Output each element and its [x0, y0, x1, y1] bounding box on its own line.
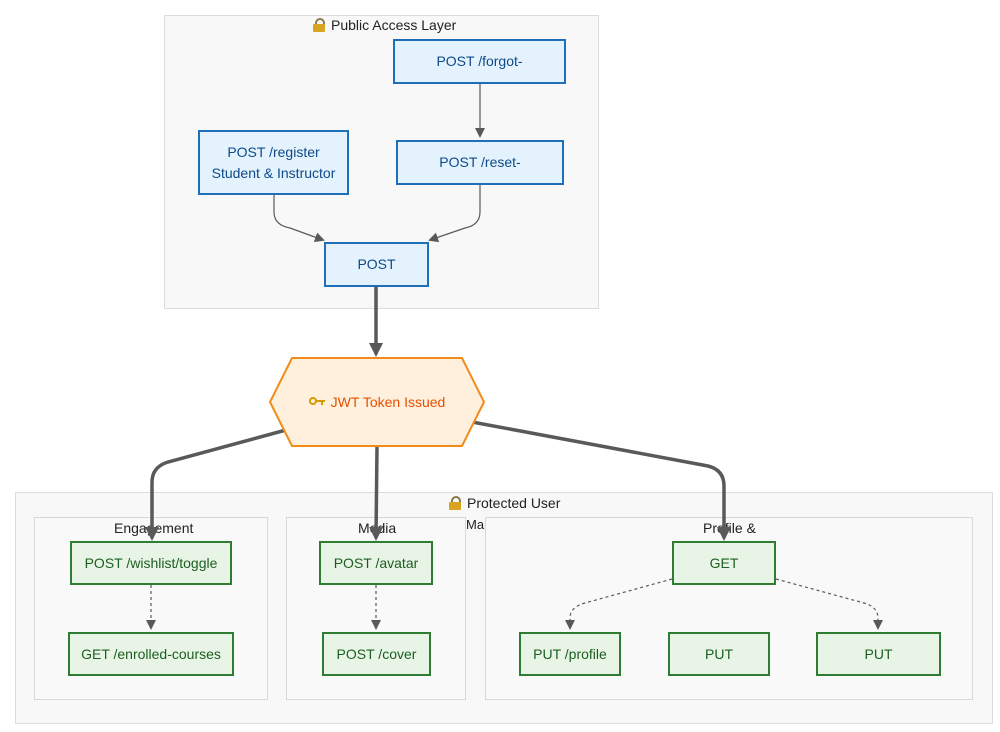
put-profile-label: PUT /profile	[533, 645, 607, 662]
edge-register-to-login	[273, 195, 325, 242]
public-access-layer-title: Public Access Layer	[313, 17, 456, 33]
put-node-2[interactable]: PUT	[668, 632, 770, 676]
cover-upload-label: POST /cover	[336, 645, 417, 662]
put-label-3: PUT	[864, 645, 893, 662]
get-profile-label: GET	[709, 554, 739, 571]
lock-icon	[313, 18, 325, 32]
edge-reset-to-login	[428, 185, 481, 243]
jwt-token-node[interactable]: JWT Token Issued	[270, 358, 484, 446]
jwt-hexagon	[268, 357, 486, 447]
protected-user-title-overflow: Ma	[466, 517, 485, 532]
avatar-upload-label: POST /avatar	[333, 554, 419, 571]
edge-get-to-put-3	[775, 578, 883, 630]
edge-jwt-to-avatar	[369, 445, 384, 541]
reset-password-label: POST /reset-	[439, 154, 521, 170]
register-node[interactable]: POST /register Student & Instructor	[198, 130, 349, 195]
put-profile-node[interactable]: PUT /profile	[519, 632, 621, 676]
jwt-token-label: JWT Token Issued	[330, 394, 446, 410]
cover-upload-node[interactable]: POST /cover	[322, 632, 431, 676]
enrolled-courses-node[interactable]: GET /enrolled-courses	[68, 632, 234, 676]
reset-password-node[interactable]: POST /reset-	[396, 140, 564, 185]
register-label-line2: Student & Instructor	[211, 164, 336, 181]
forgot-password-label: POST /forgot-	[436, 53, 523, 69]
protected-user-title: Protected User	[449, 495, 560, 511]
edge-get-to-put-profile	[565, 578, 673, 630]
get-profile-node[interactable]: GET	[672, 541, 776, 585]
avatar-upload-node[interactable]: POST /avatar	[319, 541, 433, 585]
forgot-password-node[interactable]: POST /forgot-	[393, 39, 566, 84]
enrolled-courses-label: GET /enrolled-courses	[81, 645, 221, 662]
put-node-3[interactable]: PUT	[816, 632, 941, 676]
login-node[interactable]: POST	[324, 242, 429, 287]
key-icon	[308, 396, 325, 408]
wishlist-toggle-node[interactable]: POST /wishlist/toggle	[70, 541, 232, 585]
put-label-2: PUT	[705, 645, 733, 662]
edge-jwt-to-wishlist	[145, 428, 287, 541]
register-label-line1: POST /register	[227, 143, 320, 160]
login-label: POST	[357, 256, 396, 272]
wishlist-toggle-label: POST /wishlist/toggle	[84, 554, 218, 571]
lock-icon	[449, 496, 461, 510]
edge-jwt-to-get	[471, 420, 731, 541]
